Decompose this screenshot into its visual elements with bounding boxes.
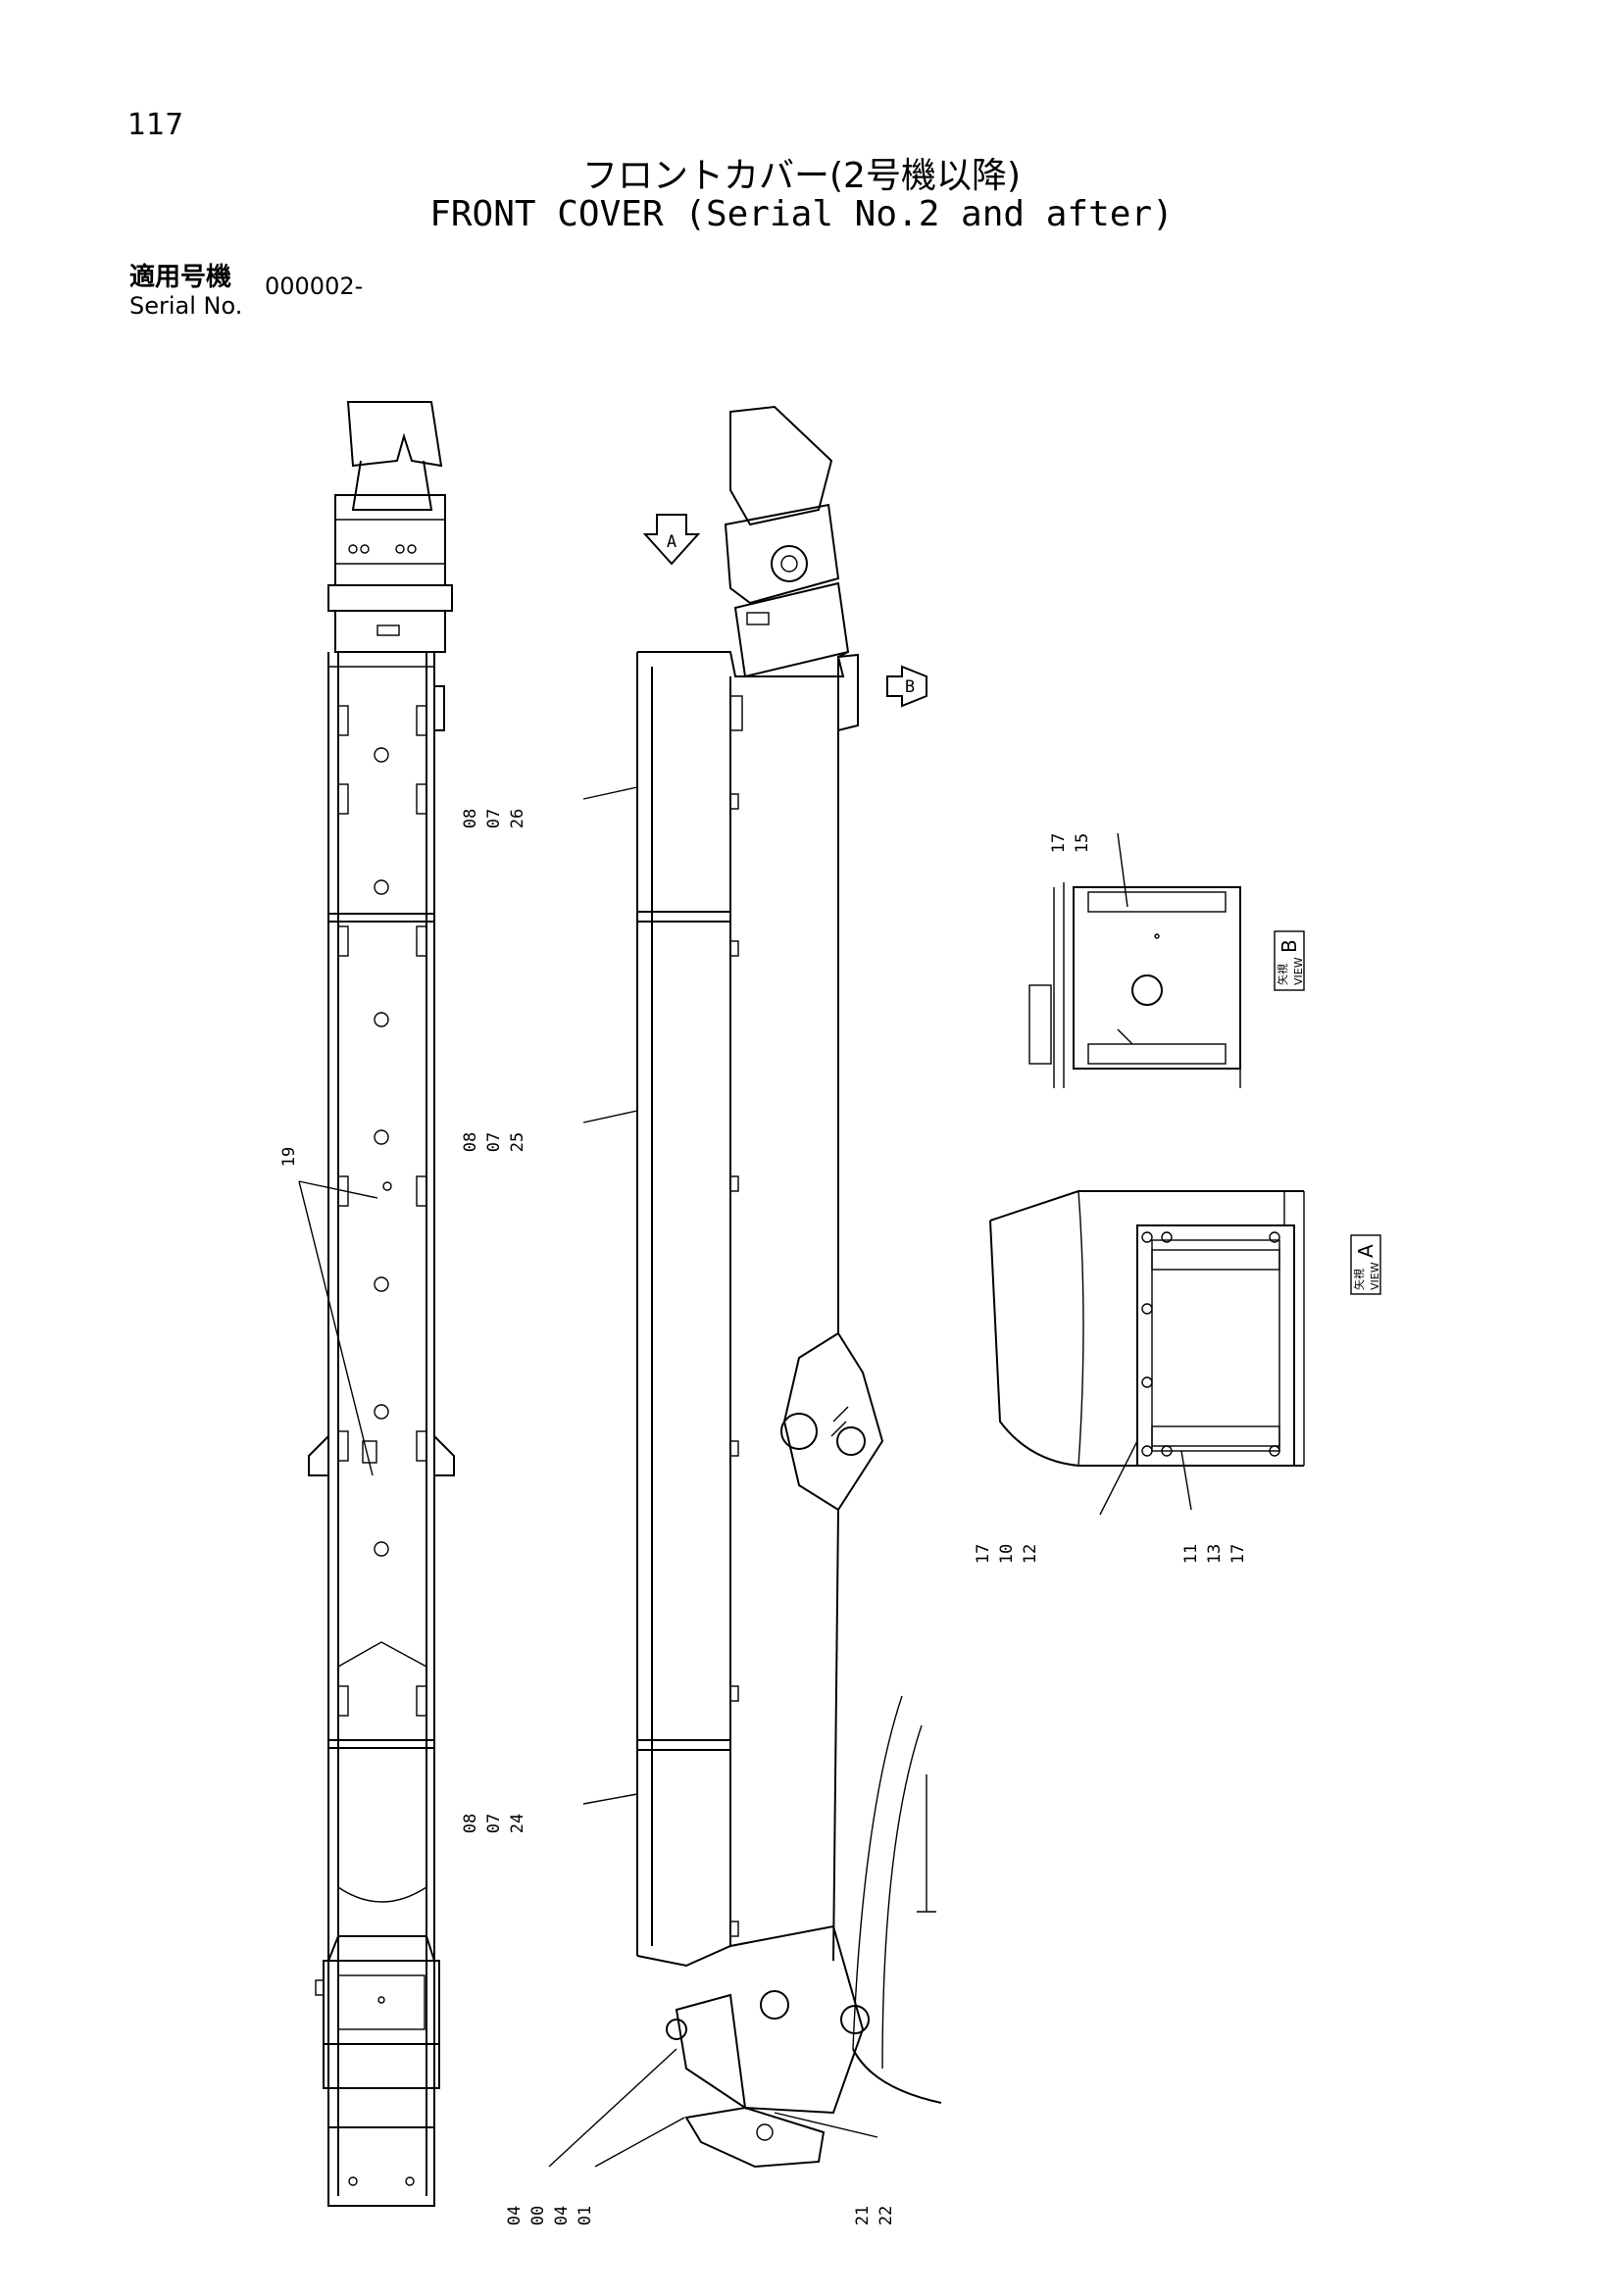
callout-c1-part-2: 26: [508, 809, 527, 828]
callout-c9-part-2: 12: [1021, 1544, 1040, 1564]
callout-c2-part-0: 08: [461, 1132, 480, 1152]
boom-side-view: [636, 405, 942, 2169]
callout-c10-part-0: 11: [1181, 1544, 1201, 1564]
callout-leaders: [298, 786, 1192, 2168]
callout-c9-part-0: 17: [974, 1544, 993, 1564]
callout-c2-part-2: 25: [508, 1132, 527, 1152]
title-japanese: フロントカバー(2号機以降): [582, 156, 1021, 196]
arrow-b-label: B: [905, 677, 915, 697]
callout-c5-part-1: 00: [528, 2206, 548, 2225]
callout-c1-part-1: 07: [484, 809, 504, 828]
view-b-diagram: [1028, 882, 1241, 1088]
callout-c8-part-0: 17: [1049, 833, 1069, 853]
view-b-en: VIEW: [1292, 957, 1305, 985]
callout-c10-part-1: 13: [1205, 1544, 1225, 1564]
view-a-jp: 矢視: [1352, 1269, 1366, 1290]
callout-c4-part-0: 19: [279, 1147, 299, 1167]
callout-c10-part-2: 17: [1228, 1544, 1248, 1564]
boom-top-view: [308, 401, 455, 2207]
view-b-box: [1274, 930, 1305, 991]
serial-value: 000002-: [265, 273, 364, 300]
callout-c3-part-2: 24: [508, 1814, 527, 1833]
arrow-a-label: A: [667, 532, 676, 552]
serial-label-english: Serial No.: [129, 292, 243, 320]
callout-c5-part-0: 04: [505, 2206, 525, 2225]
callout-c2-part-1: 07: [484, 1132, 504, 1152]
view-a-box: [1350, 1234, 1381, 1295]
page-number: 117: [127, 108, 184, 142]
callout-c6-part-0: 04: [552, 2206, 572, 2225]
callout-c8-part-1: 15: [1073, 833, 1092, 853]
view-a-en: VIEW: [1369, 1262, 1381, 1290]
serial-label-japanese: 適用号機: [129, 263, 232, 292]
callout-c3-part-0: 08: [461, 1814, 480, 1833]
callout-c9-part-1: 10: [997, 1544, 1017, 1564]
callout-c1-part-0: 08: [461, 809, 480, 828]
callout-c7-part-0: 21: [853, 2206, 873, 2225]
title-english: FRONT COVER (Serial No.2 and after): [429, 194, 1174, 234]
callout-c3-part-1: 07: [484, 1814, 504, 1833]
callout-c6-part-1: 01: [576, 2206, 595, 2225]
view-a-letter: A: [1354, 1244, 1378, 1258]
callout-c7-part-1: 22: [877, 2206, 896, 2225]
view-b-jp: 矢視: [1276, 964, 1289, 985]
view-b-letter: B: [1277, 939, 1301, 953]
view-a-diagram: [989, 1190, 1305, 1467]
